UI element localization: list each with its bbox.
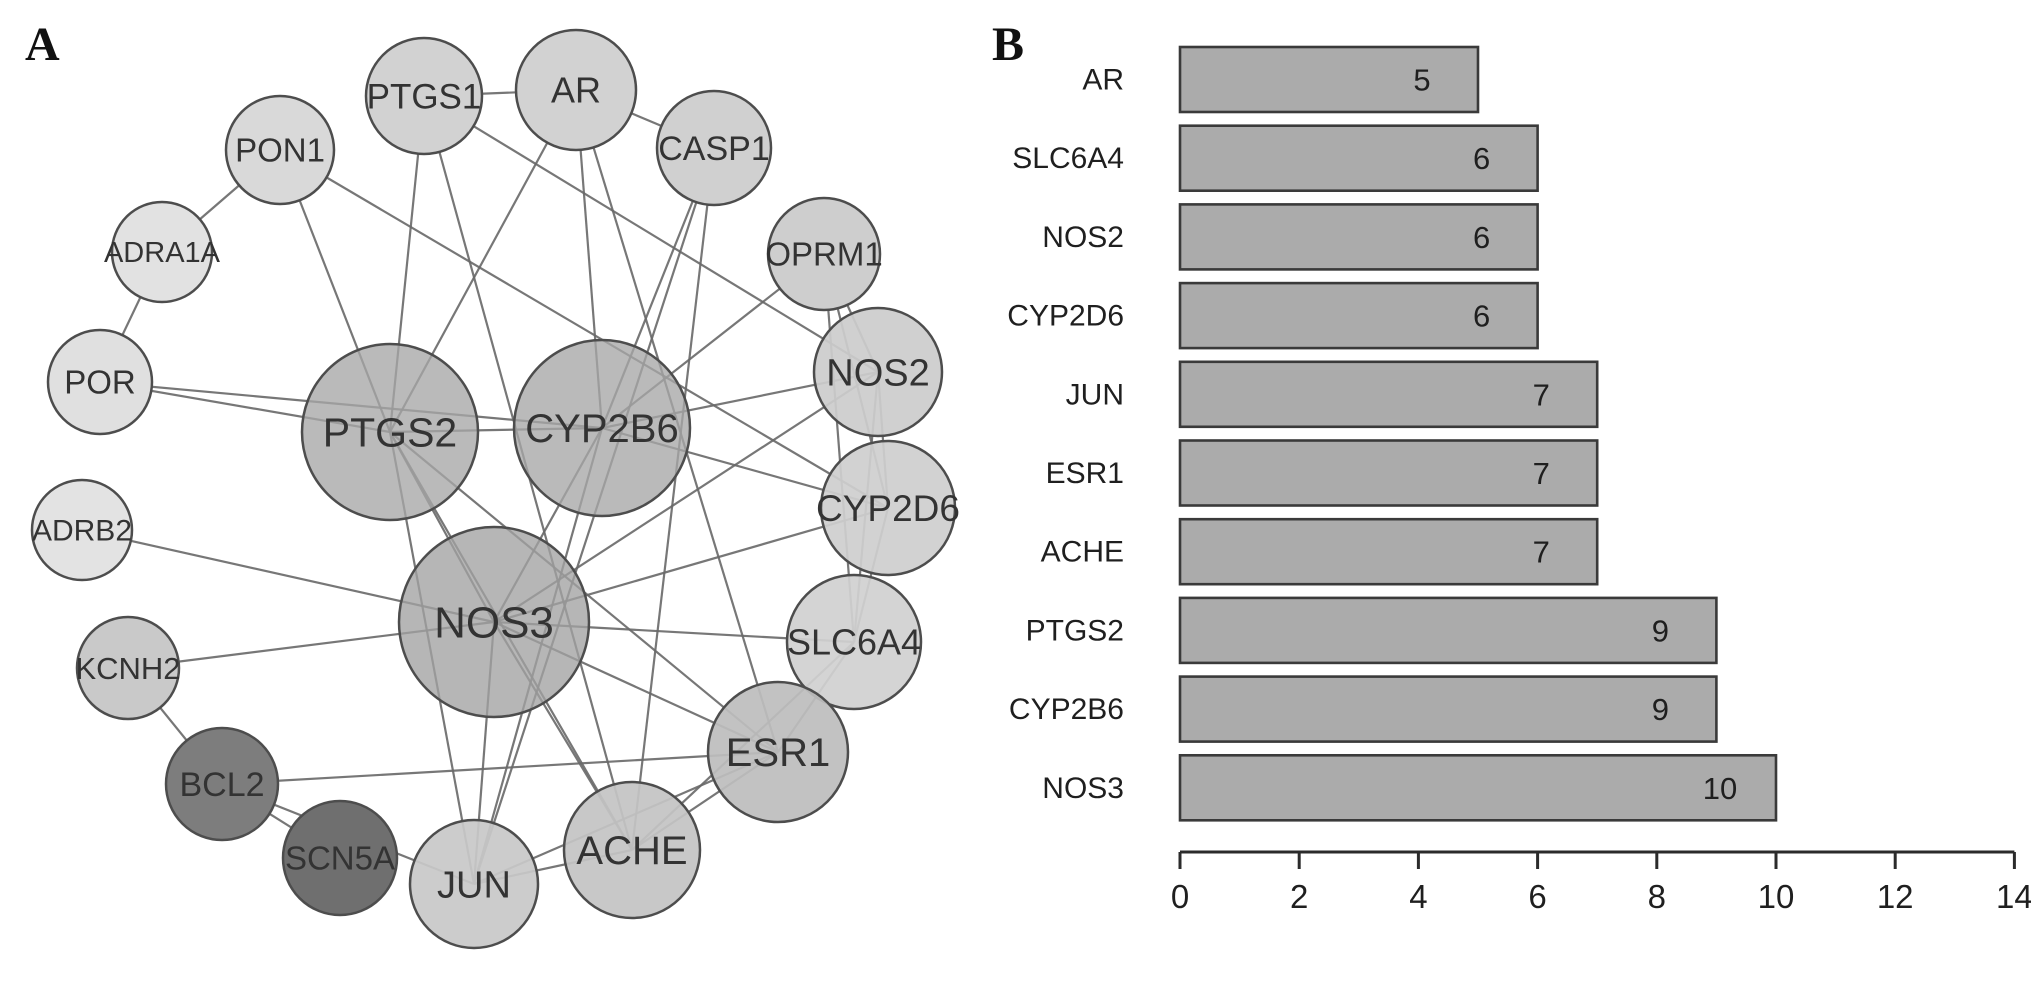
node-JUN [408,818,540,950]
bar-value-ESR1: 7 [1533,456,1550,491]
node-CASP1 [655,89,773,207]
x-axis-tick-label-6: 6 [1528,878,1546,915]
bar-category-CYP2B6: CYP2B6 [1009,693,1124,726]
node-CYP2B6 [512,338,692,518]
x-axis-tick-label-2: 2 [1290,878,1308,915]
node-PTGS2 [300,342,480,522]
x-axis-tick-label-8: 8 [1648,878,1666,915]
bar-category-AR: AR [1082,64,1124,97]
bar-value-SLC6A4: 6 [1473,141,1490,176]
node-CYP2D6 [819,439,957,577]
node-AR [514,28,638,152]
bar-category-SLC6A4: SLC6A4 [1012,142,1124,175]
bar-category-PTGS2: PTGS2 [1026,614,1124,647]
bar-ESR1 [1178,439,1599,507]
node-SCN5A [281,799,399,917]
bar-CYP2D6 [1178,281,1539,350]
x-axis: 0 2 4 6 8 10 12 14 [1171,850,2031,915]
x-axis-tick-label-0: 0 [1171,878,1189,915]
node-OPRM1 [766,196,882,312]
node-PTGS1 [364,36,484,156]
x-axis-tick-label-4: 4 [1409,878,1427,915]
bar-value-PTGS2: 9 [1652,613,1669,648]
x-axis-tick-label-10: 10 [1758,878,1795,915]
edge-NOS2-PTGS1 [423,95,879,373]
bar-value-CYP2D6: 6 [1473,299,1490,334]
x-axis-tick-label-14: 14 [1996,878,2031,915]
bar-category-JUN: JUN [1066,378,1124,411]
node-SLC6A4 [785,573,923,711]
bar-value-CYP2B6: 9 [1652,692,1669,727]
node-ACHE [562,780,702,920]
bar-ACHE [1178,517,1599,586]
bar-value-NOS3: 10 [1703,771,1737,806]
bar-AR [1178,45,1480,114]
bar-value-JUN: 7 [1533,377,1550,412]
node-ESR1 [706,680,850,824]
bar-value-ACHE: 7 [1533,535,1550,570]
node-BCL2 [164,726,280,842]
panel-a-label: A [25,18,60,71]
x-axis-tick-label-12: 12 [1877,878,1914,915]
node-PON1 [224,94,336,206]
bar-NOS3 [1178,753,1778,822]
bar-category-ACHE: ACHE [1041,536,1124,569]
edge-CYP2D6-PON1 [279,149,889,509]
bar-value-AR: 5 [1413,63,1430,98]
node-ADRA1A [110,200,214,304]
bar-CYP2B6 [1178,675,1718,743]
bar-JUN [1178,360,1599,429]
panel-b-label: B [992,18,1024,71]
node-NOS2 [812,306,944,438]
bar-PTGS2 [1178,596,1718,665]
bar-category-NOS2: NOS2 [1042,221,1124,254]
node-ADRB2 [30,478,134,582]
bar-value-NOS2: 6 [1473,220,1490,255]
bar-category-NOS3: NOS3 [1042,772,1124,805]
edge-ESR1-BCL2 [221,750,779,786]
bar-category-ESR1: ESR1 [1046,457,1124,490]
bar-SLC6A4 [1178,124,1539,192]
bar-category-CYP2D6: CYP2D6 [1007,300,1124,333]
node-POR [46,328,154,436]
node-NOS3 [397,525,591,719]
node-KCNH2 [75,615,181,721]
bar-NOS2 [1178,203,1539,271]
